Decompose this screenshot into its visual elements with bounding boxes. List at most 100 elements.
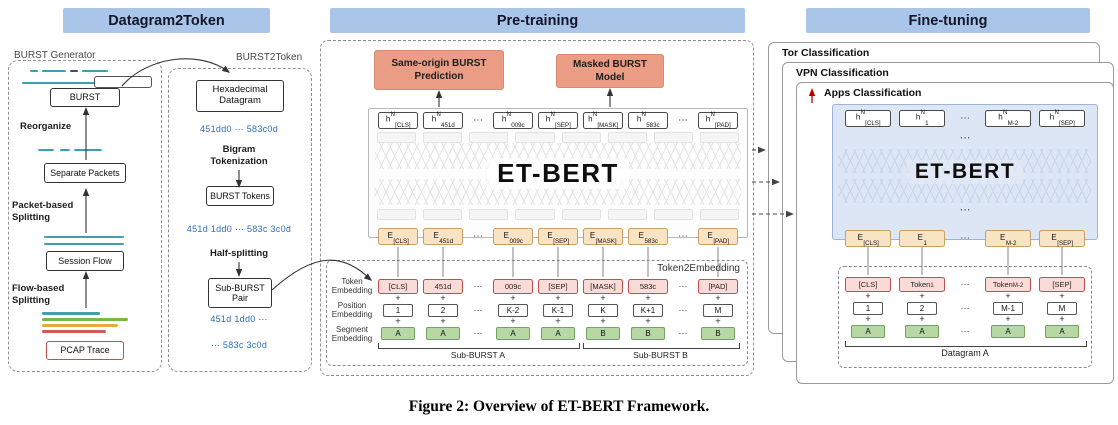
burst-generator-title: BURST Generator (14, 50, 96, 61)
sub-burst-a-brace (378, 343, 580, 349)
token-box: [SEP] (538, 278, 578, 294)
ft-embedding-1: E1 (899, 230, 945, 247)
hexadecimal-datagram-box: Hexadecimal Datagram (196, 80, 284, 112)
ft-embedding-box (838, 266, 1092, 368)
token-box: 583c (628, 278, 668, 294)
burst2token-title: BURST2Token (236, 52, 303, 63)
segment-box: A (381, 326, 415, 340)
embedding-column-ellipsis: ⋯ ⋯ ⋯ (678, 280, 688, 338)
ft-embedding-m2: EM-2 (985, 230, 1031, 247)
traffic-line-orange (42, 324, 118, 327)
embedding-column: 451d + 2 + A (423, 278, 463, 340)
token2embedding-label: Token2Embedding (657, 263, 740, 274)
segment-box: A (426, 326, 460, 340)
segment-box: B (701, 326, 735, 340)
vpn-classification-title: VPN Classification (796, 67, 889, 79)
tokens-value: 451d 1dd0 ⋯ 583c 3c0d (186, 224, 292, 234)
burst-dash (42, 70, 66, 72)
reorganize-label: Reorganize (20, 121, 72, 132)
segment-box: A (496, 326, 530, 340)
sub-burst-pair-box: Sub-BURST Pair (208, 278, 272, 308)
embedding-009c: E009c (493, 228, 533, 245)
ft-embedding-column: [SEP] + M + A (1039, 276, 1085, 338)
etbert-model-name: ET-BERT (833, 157, 1097, 187)
same-origin-burst-prediction-task: Same-origin BURST Prediction (374, 50, 504, 90)
embedding-cls: E[CLS] (378, 228, 418, 245)
position-box: K-2 (498, 303, 528, 317)
session-flow-box: Session Flow (46, 251, 124, 271)
ft-hidden-state-m2: hNM-2 (985, 110, 1031, 127)
position-box: M (703, 303, 733, 317)
token-box: [PAD] (698, 278, 738, 294)
burst2token-panel (168, 68, 312, 372)
burst-dash (82, 70, 108, 72)
tor-classification-title: Tor Classification (782, 47, 870, 59)
figure-caption: Figure 2: Overview of ET-BERT Framework. (408, 398, 710, 415)
position-box: 1 (383, 303, 413, 317)
section-header-datagram2token: Datagram2Token (63, 8, 270, 33)
ellipsis: ⋯ (473, 115, 483, 126)
burst-tokens-box: BURST Tokens (206, 186, 274, 206)
separate-packets-box: Separate Packets (44, 163, 126, 183)
segment-embedding-row-label: Segment Embedding (331, 325, 373, 344)
token-box: [CLS] (378, 278, 418, 294)
token-box: [SEP] (1039, 276, 1085, 292)
apps-classification-title: Apps Classification (824, 87, 922, 99)
segment-box: A (541, 326, 575, 340)
etbert-model-name: ET-BERT (369, 153, 747, 193)
ellipsis: ⋯ (678, 115, 688, 126)
ft-embedding-column-ellipsis: ⋯ ⋯ ⋯ (960, 278, 970, 336)
ft-embedding-sep: E[SEP] (1039, 230, 1085, 247)
ellipsis: ⋯ (473, 231, 483, 242)
position-box: K+1 (633, 303, 663, 317)
token-box: [MASK] (583, 278, 623, 294)
position-box: 2 (907, 301, 937, 315)
datagram-a-label: Datagram A (941, 348, 989, 358)
embedding-column: [MASK] + K + B (583, 278, 623, 340)
position-box: 1 (853, 301, 883, 315)
ft-embedding-cls: E[CLS] (845, 230, 891, 247)
token2embedding-box (326, 260, 748, 366)
token-box: [CLS] (845, 276, 891, 292)
layers-ellipsis: ⋯ (959, 204, 971, 216)
hidden-state-cls: hN[CLS] (378, 112, 418, 129)
position-embedding-row-label: Position Embedding (331, 301, 373, 320)
pcap-trace-box: PCAP Trace (46, 341, 124, 360)
ellipsis: ⋯ (678, 231, 688, 242)
pair-value-bottom: ⋯ 583c 3c0d (210, 340, 268, 350)
flow-based-splitting-label: Flow-based Splitting (12, 283, 65, 306)
position-box: K-1 (543, 303, 573, 317)
position-box: M (1047, 301, 1077, 315)
token-box: 009c (493, 278, 533, 294)
ft-hidden-state-1: hN1 (899, 110, 945, 127)
burst-generator-panel (8, 60, 162, 372)
burst-box: BURST (50, 88, 120, 107)
hidden-state-pad: hN[PAD] (698, 112, 738, 129)
ellipsis: ⋯ (960, 113, 970, 124)
sub-burst-a-label: Sub-BURST A (450, 350, 506, 360)
datagram-a-brace (845, 341, 1087, 347)
embedding-column: 583c + K+1 + B (628, 278, 668, 340)
ellipsis: ⋯ (960, 233, 970, 244)
ft-hidden-state-sep: hN[SEP] (1039, 110, 1085, 127)
traffic-line-teal (42, 312, 100, 315)
segment-box: B (631, 326, 665, 340)
bigram-tokenization-label: Bigram Tokenization (210, 144, 268, 167)
embedding-column: 009c + K-2 + A (493, 278, 533, 340)
packet-dash (38, 149, 54, 151)
hidden-state-583c: hN583c (628, 112, 668, 129)
embedding-451d: E451d (423, 228, 463, 245)
ft-hidden-state-cls: hN[CLS] (845, 110, 891, 127)
embedding-column-ellipsis: ⋯ ⋯ ⋯ (473, 280, 483, 338)
burst-dash (30, 70, 38, 72)
pretraining-panel (320, 40, 754, 376)
packet-dash (60, 149, 70, 151)
packet-based-splitting-label: Packet-based Splitting (12, 200, 74, 223)
traffic-line-green (42, 318, 128, 321)
embedding-sep: E[SEP] (538, 228, 578, 245)
traffic-line-red (42, 330, 106, 333)
etbert-model-box: ET-BERT (368, 108, 748, 238)
